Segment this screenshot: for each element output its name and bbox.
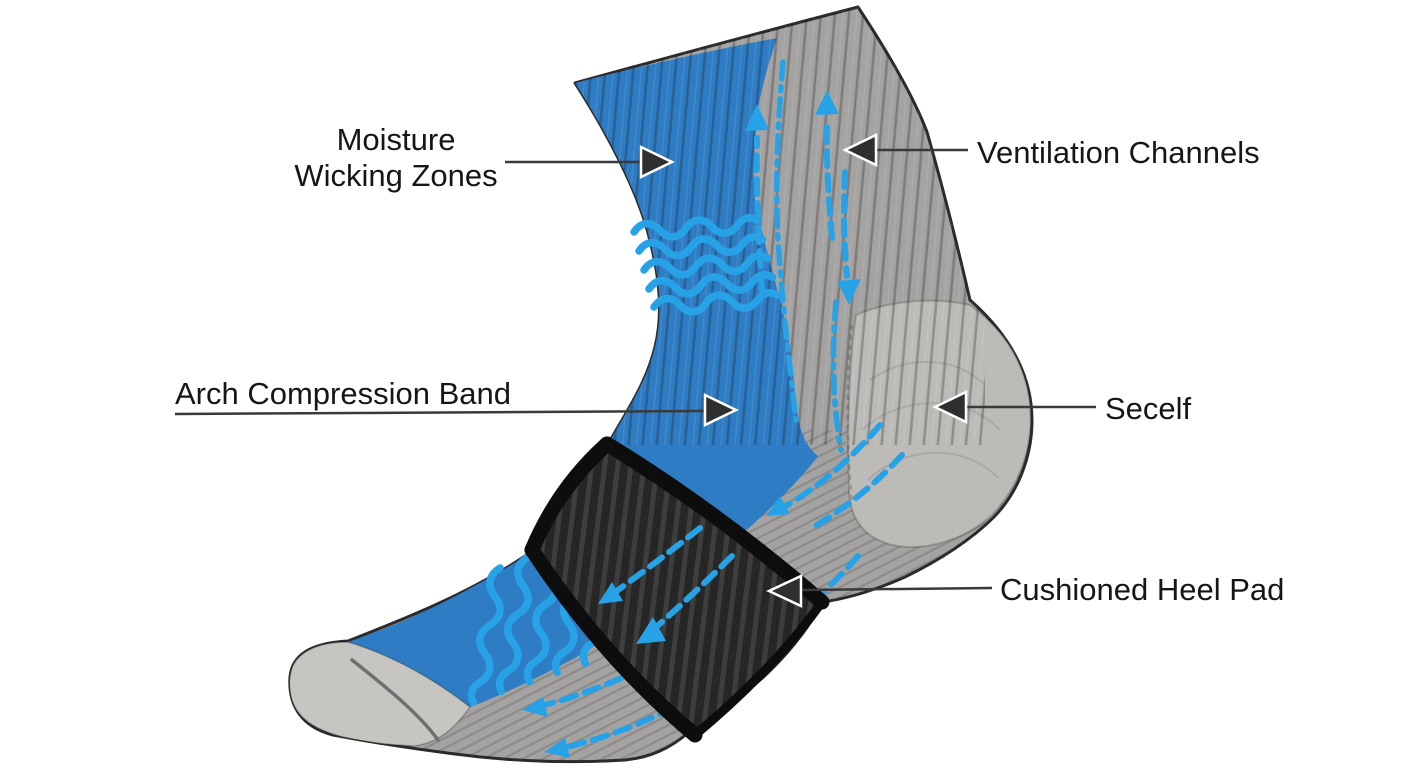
arch-band-edge [524, 542, 703, 743]
wave-line [630, 214, 762, 241]
annotation-label: Ventilation Channels [977, 135, 1260, 170]
annotation-cushioned-heel-pad: Cushioned Heel Pad [766, 572, 1284, 608]
airflow-arrowhead-icon [745, 104, 769, 131]
airflow-arrowhead-icon [837, 279, 861, 305]
arch-band-ribs [532, 444, 822, 735]
airflow-arrowhead-icon [766, 496, 790, 516]
airflow-dash-line [779, 422, 883, 511]
wave-line [467, 564, 504, 707]
annotation-label: Secelf [1105, 391, 1192, 426]
airflow-arrowhead-icon [636, 617, 666, 644]
leader-arrowhead-icon [932, 390, 968, 424]
moisture-wave-lines-shin [630, 214, 782, 316]
wave-line [635, 233, 767, 260]
annotation-label: Arch Compression Band [175, 376, 511, 411]
annotation-heel: Secelf [932, 390, 1192, 426]
arch-band-edge [524, 436, 615, 558]
wave-line [495, 553, 532, 696]
airflow-dash-line [823, 119, 835, 241]
airflow-dash-line [840, 169, 850, 279]
leg-rib-texture [545, 7, 985, 445]
wave-line [645, 271, 777, 298]
annotations: Moisture Wicking Zones Ventilation Chann… [174, 122, 1284, 608]
leader-arrowhead-icon [766, 574, 803, 608]
airflow-dash-line [809, 452, 905, 531]
toe-seam-line [350, 658, 440, 742]
leader-arrowhead-icon [842, 133, 878, 167]
leader-arrowhead-icon [703, 393, 739, 427]
airflow-arrowhead-icon [522, 697, 548, 717]
leader-arrowhead-icon [639, 145, 675, 179]
annotation-arch-compression-band: Arch Compression Band [174, 376, 739, 427]
wave-line [640, 252, 772, 279]
annotation-label: Moisture [337, 122, 456, 157]
arch-band-edge [690, 597, 827, 740]
wave-line [650, 289, 782, 316]
airflow-arrowhead-icon [598, 582, 623, 604]
airflow-dash-line [774, 59, 799, 423]
airflow-dash-line [830, 299, 844, 453]
annotation-moisture-wicking-zones: Moisture Wicking Zones [294, 122, 675, 193]
leader-line [798, 586, 993, 592]
band-airflow [598, 525, 735, 644]
annotation-ventilation-channels: Ventilation Channels [842, 133, 1260, 170]
airflow-dash-line [611, 525, 703, 596]
airflow-arrowhead-icon [815, 90, 839, 115]
leader-line [174, 409, 708, 416]
annotation-label: Cushioned Heel Pad [1000, 572, 1284, 607]
airflow-dash-line [652, 553, 735, 631]
annotation-label: Wicking Zones [294, 158, 497, 193]
airflow-dash-line [753, 135, 765, 293]
airflow-arrowhead-icon [544, 738, 570, 758]
